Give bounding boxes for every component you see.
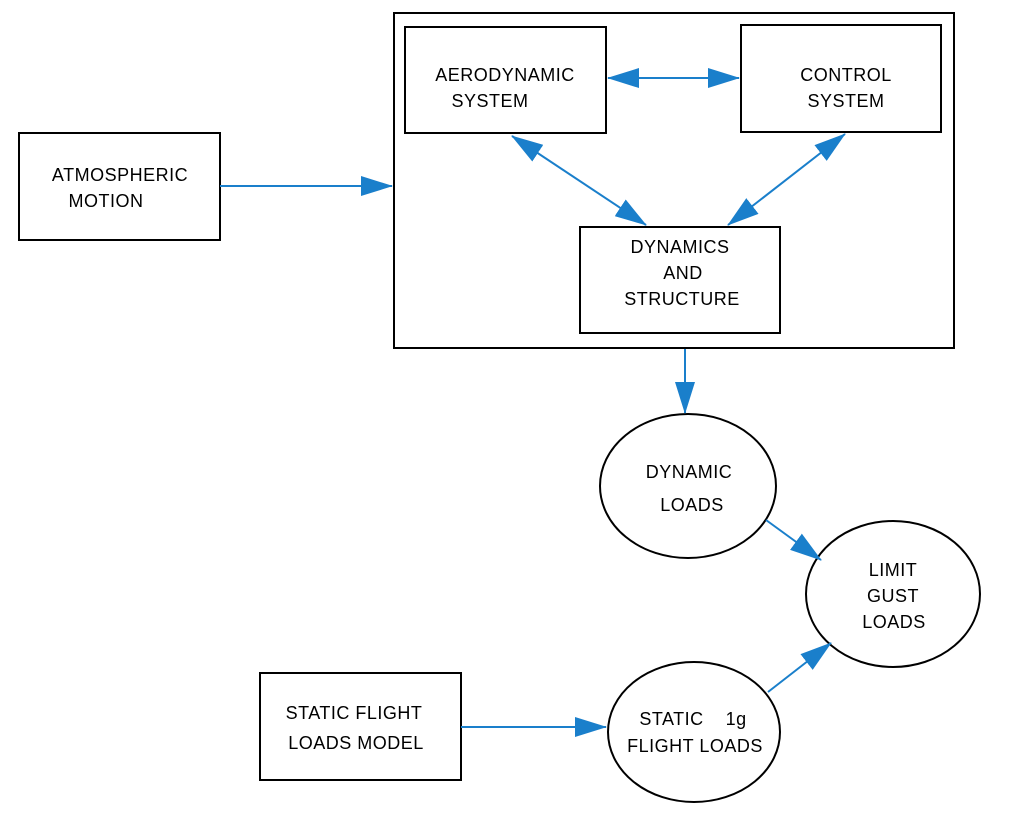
static-flight-loads-model-line-2: LOADS MODEL xyxy=(288,733,424,753)
atmospheric-motion-line-1: ATMOSPHERIC xyxy=(52,165,188,185)
limit-gust-loads-line-2: GUST xyxy=(867,586,919,606)
dynamics-structure-line-1: DYNAMICS xyxy=(630,237,729,257)
control-system-line-1: CONTROL xyxy=(800,65,892,85)
static-1g-flight-loads-line-2: FLIGHT LOADS xyxy=(627,736,763,756)
dynamic-loads-node: DYNAMIC LOADS xyxy=(599,413,777,559)
dynamics-structure-node: DYNAMICS AND STRUCTURE xyxy=(579,226,781,334)
static-1g-flight-loads-line-1: STATIC 1g xyxy=(639,709,746,729)
arrow-dynamic-to-limit xyxy=(765,519,822,561)
atmospheric-motion-line-2: MOTION xyxy=(69,191,144,211)
dynamics-structure-line-3: STRUCTURE xyxy=(624,289,740,309)
static-1g-flight-loads-node: STATIC 1g FLIGHT LOADS xyxy=(607,661,781,803)
limit-gust-loads-node: LIMIT GUST LOADS xyxy=(805,520,981,668)
static-flight-loads-model-line-1: STATIC FLIGHT xyxy=(286,703,423,723)
aerodynamic-system-line-2: SYSTEM xyxy=(451,91,528,111)
dynamic-loads-line-2: LOADS xyxy=(660,495,724,515)
arrow-control-dynamics xyxy=(727,133,846,226)
aerodynamic-system-node: AERODYNAMIC SYSTEM xyxy=(404,26,607,134)
aerodynamic-system-line-1: AERODYNAMIC xyxy=(435,65,575,85)
limit-gust-loads-line-1: LIMIT xyxy=(869,560,918,580)
control-system-line-2: SYSTEM xyxy=(807,91,884,111)
atmospheric-motion-node: ATMOSPHERIC MOTION xyxy=(18,132,221,241)
control-system-node: CONTROL SYSTEM xyxy=(740,24,942,133)
dynamic-loads-line-1: DYNAMIC xyxy=(646,462,733,482)
arrow-aerodynamic-dynamics xyxy=(511,135,647,226)
arrow-static-1g-to-limit xyxy=(767,642,832,693)
dynamics-structure-line-2: AND xyxy=(663,263,703,283)
limit-gust-loads-line-3: LOADS xyxy=(862,612,926,632)
static-flight-loads-model-node: STATIC FLIGHT LOADS MODEL xyxy=(259,672,462,781)
